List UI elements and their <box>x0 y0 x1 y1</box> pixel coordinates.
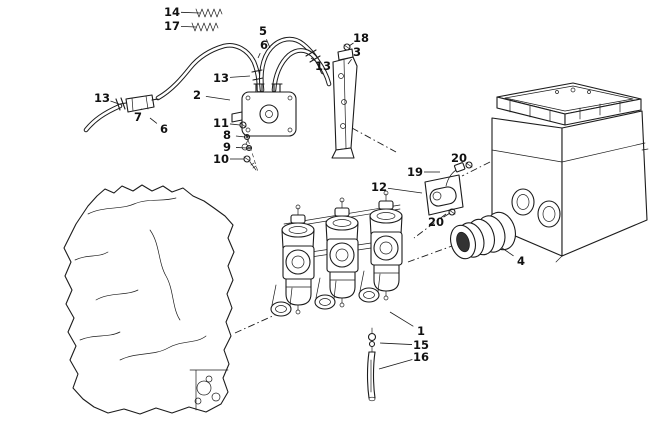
callout-label-6: 6 <box>160 122 168 136</box>
callout-leader-18 <box>348 42 354 47</box>
callout-label-11: 11 <box>213 116 229 130</box>
callout-label-1: 1 <box>417 324 425 338</box>
callout-label-16: 16 <box>413 350 429 364</box>
callout-label-10: 10 <box>213 152 229 166</box>
callout-leader-13 <box>229 75 251 78</box>
callout-leader-20 <box>443 212 451 218</box>
callout-leader-8 <box>235 135 246 138</box>
airbox <box>485 82 649 263</box>
callout-leader-5 <box>266 39 271 49</box>
callout-label-13: 13 <box>315 59 331 73</box>
callout-label-6: 6 <box>260 38 268 52</box>
callout-leader-11 <box>229 123 241 126</box>
hose-clamps <box>115 49 321 111</box>
callout-leader-13 <box>310 57 316 62</box>
solenoid-assembly <box>424 161 473 216</box>
callout-leader-17 <box>180 25 197 28</box>
callout-label-12: 12 <box>371 180 387 194</box>
fuel-pump <box>231 83 297 151</box>
vent-tube <box>366 327 377 402</box>
callout-leader-1 <box>389 311 414 327</box>
callout-leader-9 <box>235 147 248 149</box>
screw-18 <box>343 43 351 51</box>
callout-label-20: 20 <box>451 151 467 165</box>
mounting-bracket <box>331 43 358 159</box>
screw-20-top <box>465 161 473 169</box>
callout-label-15: 15 <box>413 338 429 352</box>
intake-boot <box>449 211 516 260</box>
callout-leader-6 <box>149 117 158 124</box>
callout-label-3: 3 <box>353 45 361 59</box>
callout-label-7: 7 <box>134 110 142 124</box>
fitting-15 <box>367 332 377 342</box>
callout-leader-14 <box>180 11 201 14</box>
hose-spring-guards <box>191 8 223 32</box>
callout-label-9: 9 <box>223 140 231 154</box>
carburetor-3 <box>358 190 403 303</box>
callout-label-20: 20 <box>428 215 444 229</box>
callout-leader-6 <box>257 53 261 59</box>
callout-leader-12 <box>387 187 423 194</box>
callout-leader-16 <box>378 359 413 370</box>
callout-leader-7 <box>140 108 142 111</box>
carburetor-rack <box>270 190 403 317</box>
carburetor-1 <box>270 204 315 317</box>
callout-label-14: 14 <box>164 5 180 19</box>
screw-20-bottom <box>448 208 456 216</box>
callout-label-8: 8 <box>223 128 231 142</box>
callout-label-4: 4 <box>517 254 525 268</box>
callout-label-13: 13 <box>213 71 229 85</box>
callout-leader-15 <box>379 342 413 345</box>
callout-leader-20 <box>466 162 469 164</box>
callout-leader-4 <box>501 247 514 257</box>
callout-label-18: 18 <box>353 31 369 45</box>
fuel-hoses <box>83 36 332 133</box>
callout-leader-2 <box>205 95 231 101</box>
callout-label-13: 13 <box>94 91 110 105</box>
callout-label-17: 17 <box>164 19 180 33</box>
carburetor-2 <box>314 197 359 310</box>
callout-label-19: 19 <box>407 165 423 179</box>
engine-crankcase <box>63 184 235 415</box>
callout-leader-13 <box>110 100 120 105</box>
callout-label-2: 2 <box>193 88 201 102</box>
fuel-filter <box>119 94 159 113</box>
callout-label-5: 5 <box>259 24 267 38</box>
callout-leader-3 <box>347 58 352 65</box>
